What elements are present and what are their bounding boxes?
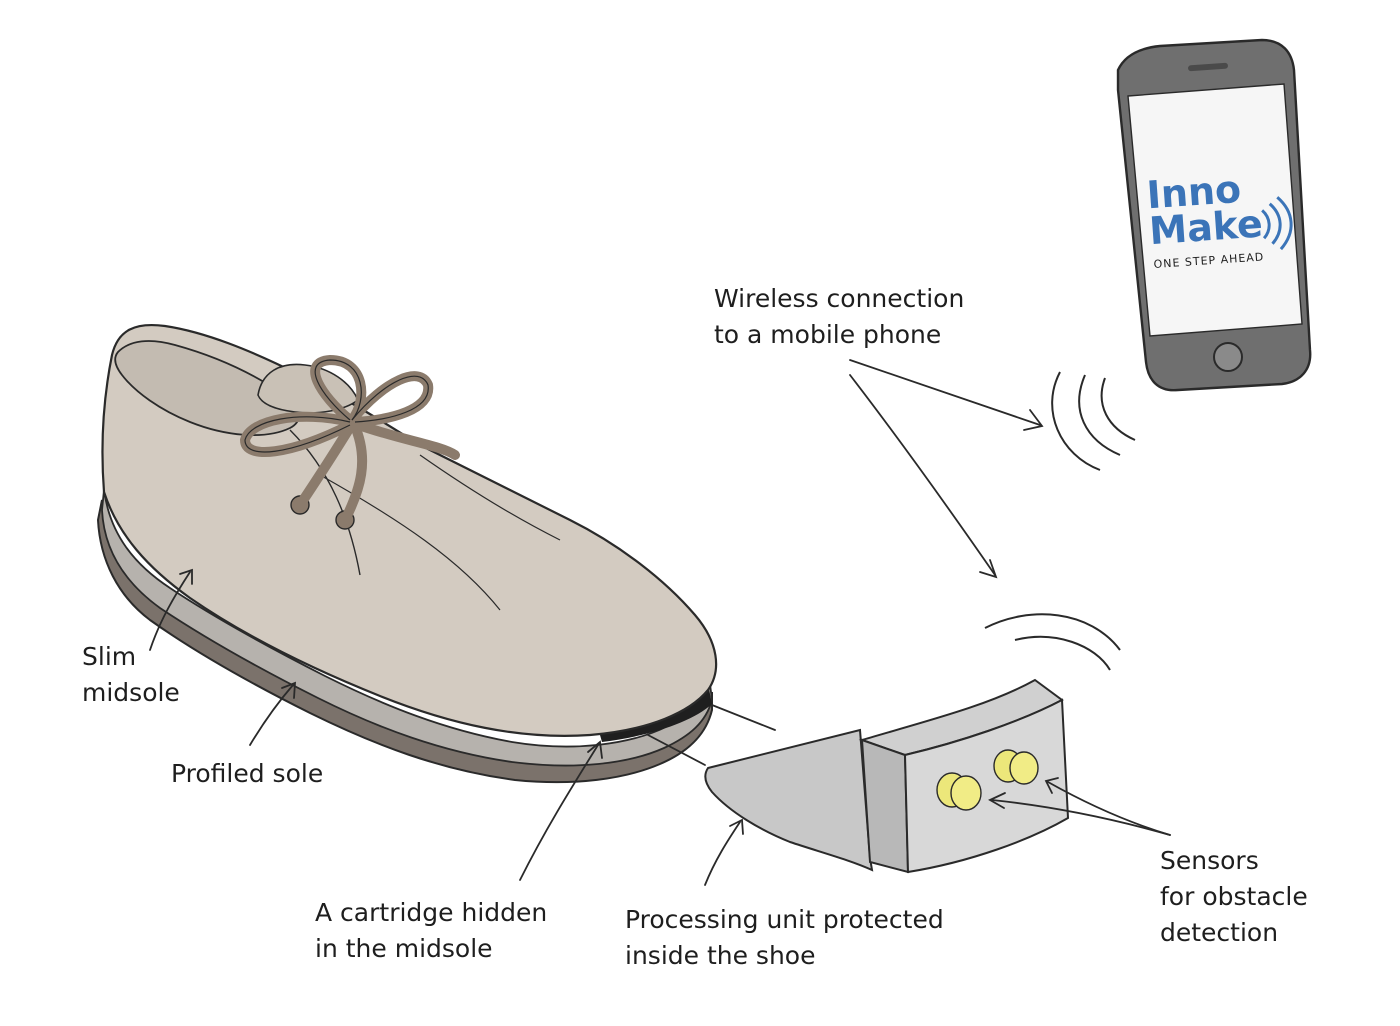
logo-line-1: Inno	[1145, 167, 1242, 217]
arrow-slim-midsole-head	[179, 568, 193, 585]
arrow-processing-unit-head	[729, 818, 744, 835]
link-shoe-to-device	[711, 704, 776, 731]
arrow-profiled-sole	[249, 684, 294, 746]
sensor-right	[993, 749, 1039, 785]
arrow-sensors-left	[991, 799, 1171, 836]
label-slim-midsole-line-2: midsole	[82, 678, 180, 707]
device-plate	[704, 728, 874, 872]
device-block-front	[860, 738, 910, 874]
phone-home-button	[1213, 342, 1243, 372]
phone-signal-wave	[1100, 377, 1136, 441]
phone-screen	[1127, 83, 1303, 337]
label-slim-midsole: Slim midsole	[82, 639, 180, 711]
arrow-wireless-to-phone	[849, 359, 1041, 426]
shoe-midsole	[101, 489, 713, 767]
phone-signal-wave	[1078, 374, 1121, 456]
arrow-sensors-left-head	[988, 792, 1006, 809]
processing-unit	[704, 613, 1121, 874]
label-wireless-connection: Wireless connection to a mobile phone	[714, 281, 964, 353]
arrow-cartridge	[519, 744, 599, 881]
phone-logo: Inno Make ONE STEP AHEAD	[1145, 167, 1293, 271]
logo-line-2: Make	[1148, 201, 1264, 253]
shoe-seam-line	[319, 474, 501, 611]
arrow-processing-unit	[704, 821, 741, 886]
arrow-cartridge-head	[587, 740, 603, 759]
label-processing-line-1: Processing unit protected	[625, 905, 944, 934]
shoe-tongue	[257, 363, 359, 414]
arrow-wireless-to-device-head	[979, 559, 998, 579]
label-slim-midsole-line-1: Slim	[82, 642, 137, 671]
label-wireless-line-1: Wireless connection	[714, 284, 965, 313]
shoe-seam-line	[419, 454, 561, 541]
label-sensors-line-2: for obstacle	[1160, 882, 1308, 911]
arrow-sensors-right-head	[1044, 777, 1059, 794]
link-shoe-to-device	[647, 734, 706, 766]
sensor-left	[936, 772, 982, 811]
label-sensors-line-3: detection	[1160, 918, 1279, 947]
logo-wave-icon	[1268, 202, 1282, 245]
shoe-laces-outline	[244, 359, 429, 453]
label-cartridge-line-2: in the midsole	[315, 934, 493, 963]
device-signal-wave	[984, 613, 1121, 651]
arrow-profiled-sole-head	[281, 681, 296, 699]
shoe	[96, 324, 718, 784]
logo-wave-icon	[1276, 196, 1293, 251]
label-cartridge-line-1: A cartridge hidden	[315, 898, 548, 927]
phone-signal-wave	[1051, 371, 1101, 471]
label-processing-line-2: inside the shoe	[625, 941, 816, 970]
arrow-sensors-right	[1047, 781, 1171, 836]
label-cartridge: A cartridge hidden in the midsole	[315, 895, 547, 967]
shoe-collar	[114, 340, 300, 436]
label-profiled-sole-line-1: Profiled sole	[171, 759, 324, 788]
label-sensors-line-1: Sensors	[1160, 846, 1259, 875]
leader-lines	[149, 359, 1171, 886]
mobile-phone: Inno Make ONE STEP AHEAD	[1051, 38, 1312, 471]
label-profiled-sole: Profiled sole	[171, 756, 323, 792]
logo-wave-icon	[1261, 209, 1271, 240]
label-wireless-line-2: to a mobile phone	[714, 320, 942, 349]
arrow-wireless-to-phone-head	[1023, 409, 1044, 431]
label-processing-unit: Processing unit protected inside the sho…	[625, 902, 944, 974]
arrow-wireless-to-device	[849, 374, 996, 576]
device-signal-wave	[1014, 635, 1111, 671]
device-block-side	[903, 698, 1070, 874]
phone-speaker	[1188, 62, 1228, 72]
label-sensors: Sensors for obstacle detection	[1160, 843, 1308, 951]
arrow-slim-midsole	[149, 571, 191, 651]
